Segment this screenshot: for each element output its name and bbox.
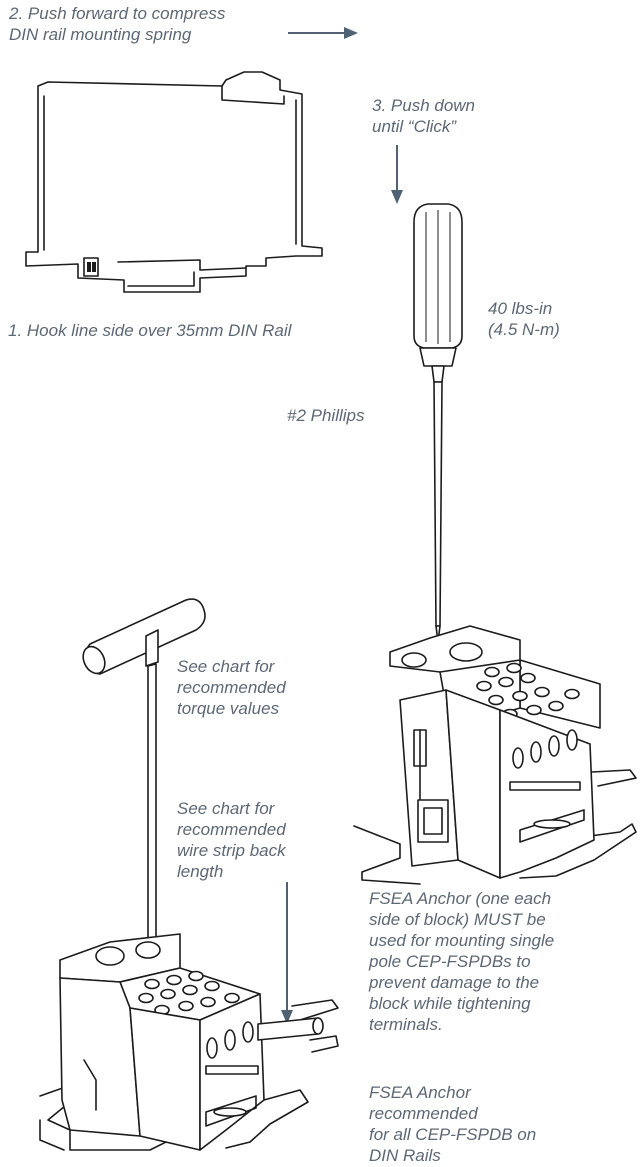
right-distribution-block [353,625,637,885]
anchor-note-line-6: block while tightening [369,994,531,1013]
wire-strip-arrow [281,882,293,1024]
anchor-rec-line-1: FSEA Anchor [369,1083,471,1102]
chart-torque-caption: See chart for recommended torque values [177,656,286,719]
step2-caption: 2. Push forward to compress DIN rail mou… [9,3,225,45]
left-distribution-block [39,933,339,1151]
chart-torque-line-2: recommended [177,678,286,697]
chart-strip-line-4: length [177,862,224,881]
anchor-note-line-7: terminals. [369,1015,443,1034]
chart-strip-line-3: wire strip back [177,841,286,860]
anchor-note-line-1: FSEA Anchor (one each [369,889,552,908]
anchor-rec-line-2: recommended [369,1104,478,1123]
step1-line-1: 1. Hook line side over 35mm DIN Rail [8,321,292,340]
anchor-note-line-4: pole CEP-FSPDBs to [369,952,531,971]
step2-line-1: 2. Push forward to compress [9,4,226,23]
anchor-note-line-2: side of block) MUST be [369,910,546,929]
anchor-rec-line-4: DIN Rails [369,1146,441,1165]
anchor-note-caption: FSEA Anchor (one each side of block) MUS… [369,888,554,1035]
din-rail-mounting-spring [25,71,323,293]
chart-torque-line-1: See chart for [177,657,275,676]
torque-line-2: (4.5 N-m) [488,320,560,339]
chart-strip-line-2: recommended [177,820,286,839]
step3-caption: 3. Push down until “Click” [372,95,475,137]
anchor-note-line-5: prevent damage to the [369,973,540,992]
chart-torque-line-3: torque values [177,699,280,718]
torque-line-1: 40 lbs-in [488,299,553,318]
anchor-rec-line-3: for all CEP-FSPDB on [369,1125,537,1144]
chart-strip-caption: See chart for recommended wire strip bac… [177,798,286,882]
step1-caption: 1. Hook line side over 35mm DIN Rail [8,320,291,341]
step3-line-1: 3. Push down [372,96,476,115]
screwdriver-line-1: #2 Phillips [287,406,365,425]
screwdriver-caption: #2 Phillips [287,405,365,426]
t-handle-hex-key [82,598,206,963]
push-down-arrow [391,145,403,204]
push-forward-arrow [288,27,358,39]
torque-caption: 40 lbs-in (4.5 N-m) [488,298,560,340]
chart-strip-line-1: See chart for [177,799,275,818]
phillips-screwdriver [413,203,463,643]
step2-line-2: DIN rail mounting spring [9,25,192,44]
anchor-rec-caption: FSEA Anchor recommended for all CEP-FSPD… [369,1082,536,1166]
anchor-note-line-3: used for mounting single [369,931,555,950]
step3-line-2: until “Click” [372,117,457,136]
